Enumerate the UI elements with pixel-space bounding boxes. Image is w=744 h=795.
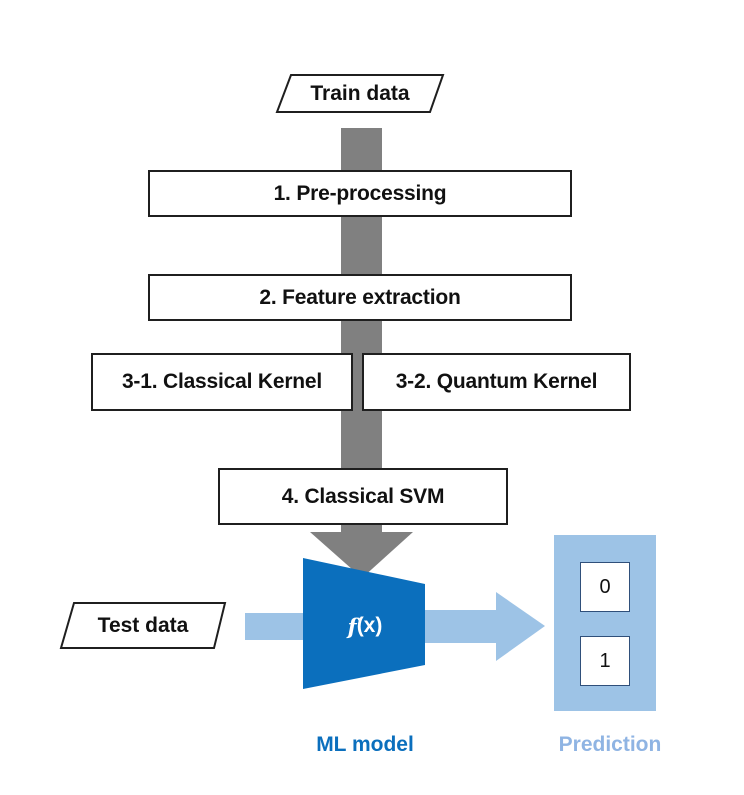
test-flow-bar-out: [425, 610, 505, 643]
prediction-arrowhead: [496, 592, 545, 661]
model-function-arg: (x): [356, 614, 383, 637]
step-preprocessing: 1. Pre-processing: [148, 170, 572, 217]
train-data-label: Train data: [310, 81, 410, 105]
step-quantum-kernel: 3-2. Quantum Kernel: [362, 353, 631, 411]
train-flow-arrowhead: [310, 532, 413, 578]
model-function-label: f(x): [330, 608, 400, 644]
prediction-class-0: 0: [580, 562, 630, 612]
test-data-shape: [59, 602, 227, 649]
model-function-f: f: [347, 613, 357, 639]
ml-model-caption: ML model: [316, 733, 414, 756]
step-classical-kernel: 3-1. Classical Kernel: [91, 353, 353, 411]
step-feature-extraction: 2. Feature extraction: [148, 274, 572, 321]
step-classical-svm: 4. Classical SVM: [218, 468, 508, 525]
ml-model-shape: [303, 558, 425, 689]
prediction-class-1: 1: [580, 636, 630, 686]
test-flow-bar-in: [245, 613, 307, 640]
test-data-label: Test data: [97, 613, 189, 637]
prediction-caption: Prediction: [558, 733, 662, 756]
train-data-shape: [275, 74, 445, 113]
